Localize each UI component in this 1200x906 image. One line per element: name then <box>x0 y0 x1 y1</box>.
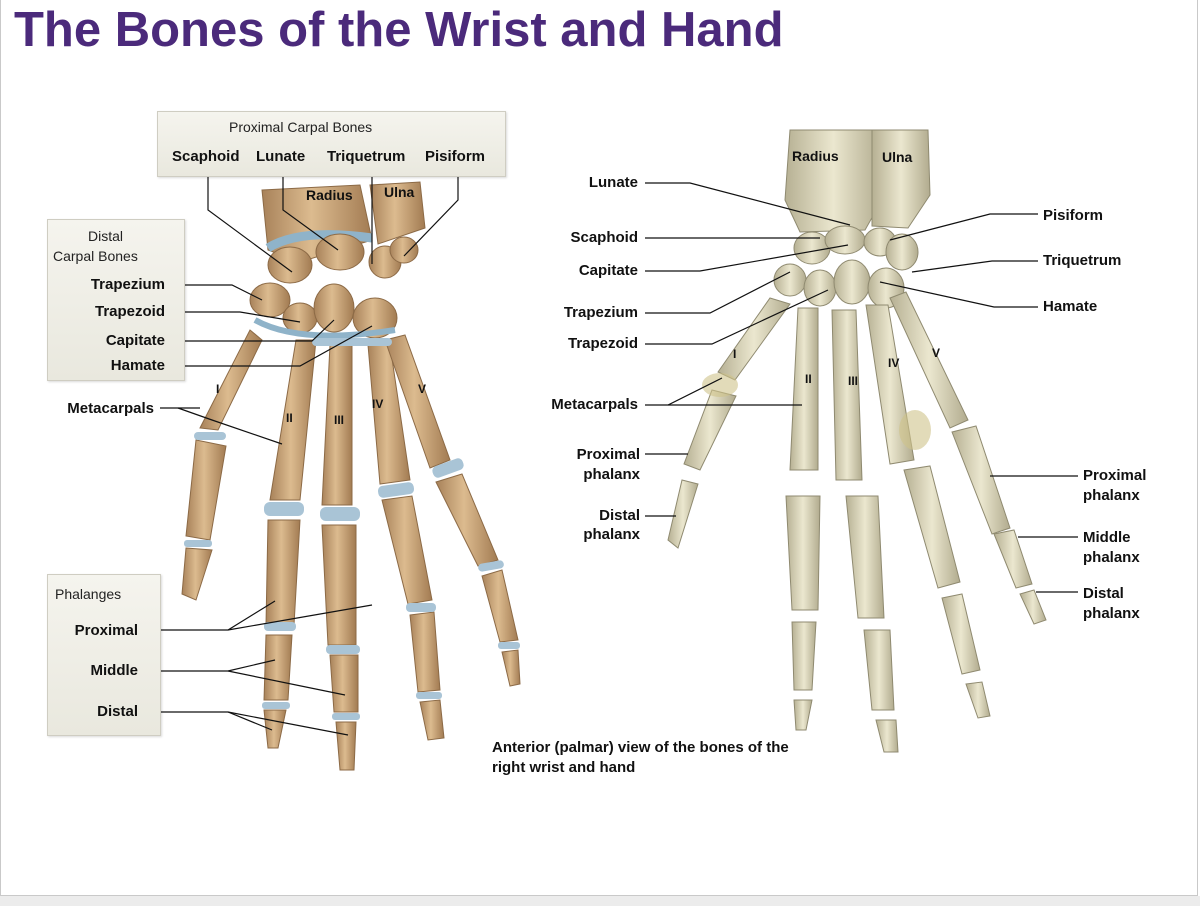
label-ulna-right: Ulna <box>882 148 912 166</box>
numeral-iv-right: IV <box>888 356 899 370</box>
label-triquetrum: Triquetrum <box>327 148 405 166</box>
label-distal-phalanx-right-1: Distal <box>599 507 640 525</box>
numeral-ii-right: II <box>805 372 812 386</box>
label-lunate-right: Lunate <box>589 174 638 192</box>
label-distal-left: Distal <box>97 703 138 721</box>
label-middle-phalanx-far-1: Middle <box>1083 529 1131 547</box>
label-hamate-right: Hamate <box>1043 298 1097 316</box>
label-scaphoid: Scaphoid <box>172 148 240 166</box>
numeral-iv-left: IV <box>372 397 383 411</box>
label-hamate: Hamate <box>111 357 165 375</box>
numeral-i-left: I <box>216 382 219 396</box>
label-pisiform: Pisiform <box>425 148 485 166</box>
phalanges-header: Phalanges <box>55 585 121 603</box>
label-trapezium-right: Trapezium <box>564 304 638 322</box>
label-pisiform-right: Pisiform <box>1043 207 1103 225</box>
label-proximal-phalanx-right-2: phalanx <box>583 466 640 484</box>
proximal-carpal-header: Proximal Carpal Bones <box>229 118 372 136</box>
numeral-v-left: V <box>418 382 426 396</box>
label-trapezoid: Trapezoid <box>95 303 165 321</box>
label-scaphoid-right: Scaphoid <box>570 229 638 247</box>
label-ulna-left: Ulna <box>384 183 414 201</box>
distal-carpal-header-1: Distal <box>88 227 123 245</box>
label-distal-phalanx-right-2: phalanx <box>583 526 640 544</box>
label-proximal-phalanx-far-2: phalanx <box>1083 487 1140 505</box>
illustrated-hand <box>182 182 520 770</box>
label-middle-left: Middle <box>91 662 139 680</box>
label-trapezoid-right: Trapezoid <box>568 335 638 353</box>
numeral-v-right: V <box>932 346 940 360</box>
label-metacarpals-right: Metacarpals <box>551 396 638 414</box>
label-metacarpals-left: Metacarpals <box>67 400 154 418</box>
label-capitate-right: Capitate <box>579 262 638 280</box>
numeral-ii-left: II <box>286 411 293 425</box>
distal-carpal-header-2: Carpal Bones <box>53 247 138 265</box>
label-proximal-left: Proximal <box>75 622 138 640</box>
label-lunate: Lunate <box>256 148 305 166</box>
label-proximal-phalanx-right-1: Proximal <box>577 446 640 464</box>
label-radius-left: Radius <box>306 186 353 204</box>
numeral-i-right: I <box>733 347 736 361</box>
label-proximal-phalanx-far-1: Proximal <box>1083 467 1146 485</box>
figure-caption: Anterior (palmar) view of the bones of t… <box>492 738 802 778</box>
label-capitate: Capitate <box>106 332 165 350</box>
label-trapezium: Trapezium <box>91 276 165 294</box>
skeleton-hand-photo <box>668 130 1046 752</box>
numeral-iii-right: III <box>848 374 858 388</box>
label-distal-phalanx-far-2: phalanx <box>1083 605 1140 623</box>
label-distal-phalanx-far-1: Distal <box>1083 585 1124 603</box>
label-middle-phalanx-far-2: phalanx <box>1083 549 1140 567</box>
label-radius-right: Radius <box>792 147 839 165</box>
label-triquetrum-right: Triquetrum <box>1043 252 1121 270</box>
numeral-iii-left: III <box>334 413 344 427</box>
